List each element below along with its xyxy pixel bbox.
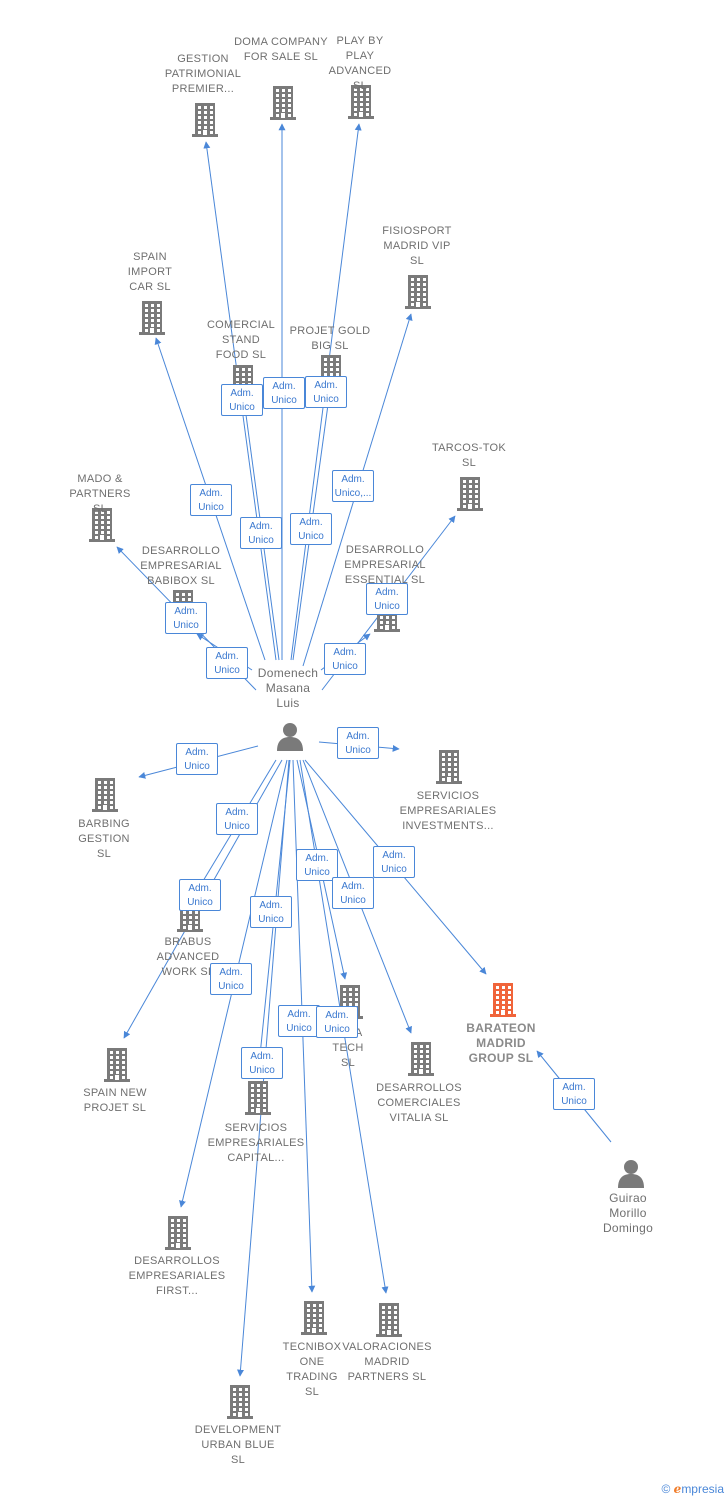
role-badge[interactable]: Adm.Unico xyxy=(240,517,282,549)
role-badge[interactable]: Adm.Unico xyxy=(190,484,232,516)
role-badge[interactable]: Adm.Unico xyxy=(337,727,379,759)
building-icon xyxy=(226,1385,254,1424)
role-badge[interactable]: Adm.Unico xyxy=(332,877,374,909)
building-icon xyxy=(103,1048,131,1087)
role-badge[interactable]: Adm.Unico xyxy=(176,743,218,775)
building-icon xyxy=(375,1303,403,1342)
copyright-symbol: © xyxy=(661,1482,671,1496)
role-badge[interactable]: Adm.Unico xyxy=(241,1047,283,1079)
role-badge[interactable]: Adm.Unico xyxy=(553,1078,595,1110)
role-badge[interactable]: Adm.Unico xyxy=(206,647,248,679)
role-badge[interactable]: Adm.Unico xyxy=(316,1006,358,1038)
building-icon xyxy=(347,85,375,124)
building-icon xyxy=(489,983,517,1022)
building-icon xyxy=(191,103,219,142)
role-badge[interactable]: Adm.Unico xyxy=(290,513,332,545)
role-badge[interactable]: Adm.Unico xyxy=(216,803,258,835)
building-icon xyxy=(164,1216,192,1255)
brand-footer: © empresia xyxy=(661,1482,724,1496)
building-icon xyxy=(88,508,116,547)
role-badge[interactable]: Adm.Unico,... xyxy=(332,470,374,502)
person-icon xyxy=(275,721,305,756)
building-icon xyxy=(269,86,297,125)
building-icon xyxy=(244,1081,272,1120)
building-icon xyxy=(435,750,463,789)
building-icon xyxy=(407,1042,435,1081)
role-badge[interactable]: Adm.Unico xyxy=(278,1005,320,1037)
person-icon xyxy=(616,1158,646,1193)
role-badge[interactable]: Adm.Unico xyxy=(179,879,221,911)
role-badge[interactable]: Adm.Unico xyxy=(296,849,338,881)
role-badge[interactable]: Adm.Unico xyxy=(305,376,347,408)
brand-name: mpresia xyxy=(681,1482,724,1496)
building-icon xyxy=(456,477,484,516)
building-icon xyxy=(138,301,166,340)
role-badge[interactable]: Adm.Unico xyxy=(165,602,207,634)
building-icon xyxy=(404,275,432,314)
role-badge[interactable]: Adm.Unico xyxy=(324,643,366,675)
building-icon xyxy=(91,778,119,817)
role-badge[interactable]: Adm.Unico xyxy=(250,896,292,928)
role-badge[interactable]: Adm.Unico xyxy=(210,963,252,995)
role-badge[interactable]: Adm.Unico xyxy=(263,377,305,409)
brand-initial: e xyxy=(673,1482,682,1496)
role-badge[interactable]: Adm.Unico xyxy=(366,583,408,615)
role-badge[interactable]: Adm.Unico xyxy=(221,384,263,416)
role-badge[interactable]: Adm.Unico xyxy=(373,846,415,878)
building-icon xyxy=(300,1301,328,1340)
